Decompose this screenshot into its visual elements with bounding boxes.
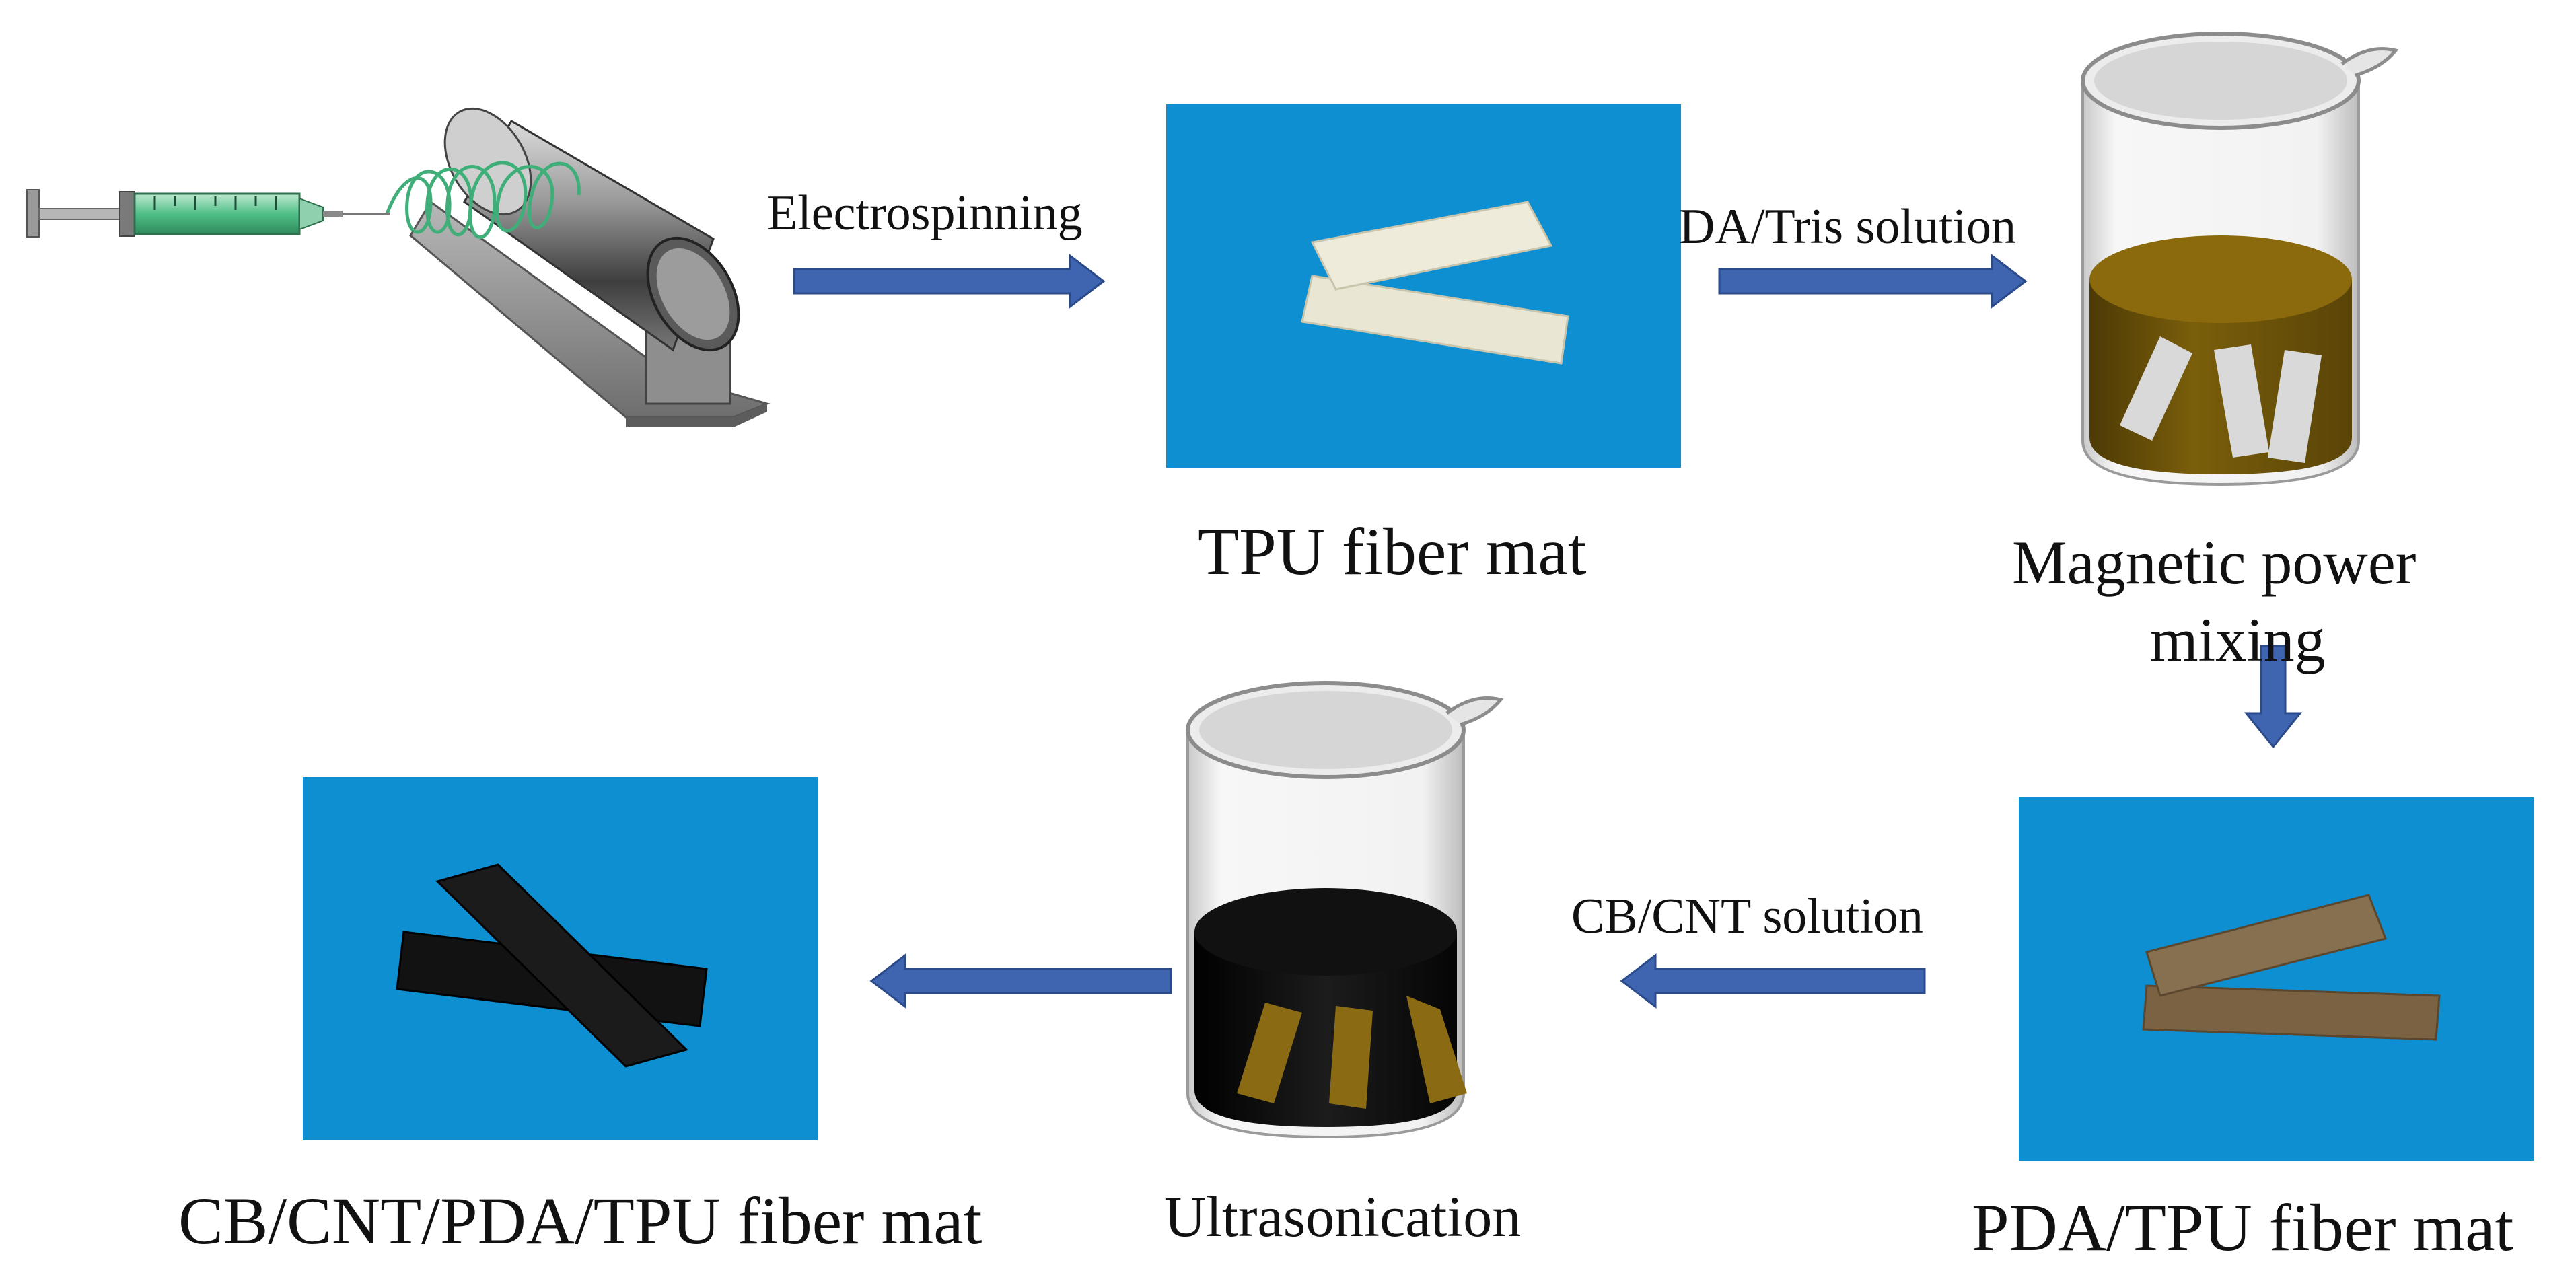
label-pda-tpu-fiber-mat: PDA/TPU fiber mat <box>1972 1190 2514 1265</box>
electrospun-fiber-spiral <box>385 161 581 239</box>
arrow-electrospinning <box>793 253 1106 310</box>
label-ultrasonication: Ultrasonication <box>1164 1184 1522 1249</box>
label-tpu-fiber-mat: TPU fiber mat <box>1198 514 1587 589</box>
beaker-da-tris <box>2081 32 2399 486</box>
tpu-strip-lower <box>1301 275 1569 365</box>
label-cb-cnt-pda-tpu-fiber-mat: CB/CNT/PDA/TPU fiber mat <box>178 1184 982 1258</box>
arrow-magnetic-mixing-down <box>2244 645 2303 749</box>
black-strip-upper <box>435 863 688 1068</box>
electrospinning-setup-illustration <box>26 107 771 427</box>
arrow-cb-cnt <box>1620 953 1926 1009</box>
cb-cnt-pda-tpu-fiber-mat-photo <box>303 777 818 1140</box>
syringe-icon <box>26 189 390 238</box>
arrow-da-tris <box>1718 253 2028 310</box>
label-cb-cnt-solution: CB/CNT solution <box>1571 889 1923 944</box>
tpu-strip-upper <box>1310 201 1553 291</box>
tpu-fiber-mat-photo <box>1166 104 1681 468</box>
beaker-cb-cnt <box>1186 681 1504 1139</box>
label-da-tris-solution: DA/Tris solution <box>1679 199 2017 254</box>
label-mixing: mixing <box>2150 606 2326 674</box>
label-magnetic-power: Magnetic power <box>2012 528 2417 597</box>
pda-tpu-fiber-mat-photo <box>2019 797 2534 1161</box>
arrow-ultrasonication <box>869 953 1172 1009</box>
pda-strip-lower <box>2142 984 2441 1041</box>
pda-strip-upper <box>2145 894 2388 997</box>
label-electrospinning: Electrospinning <box>767 186 1083 241</box>
